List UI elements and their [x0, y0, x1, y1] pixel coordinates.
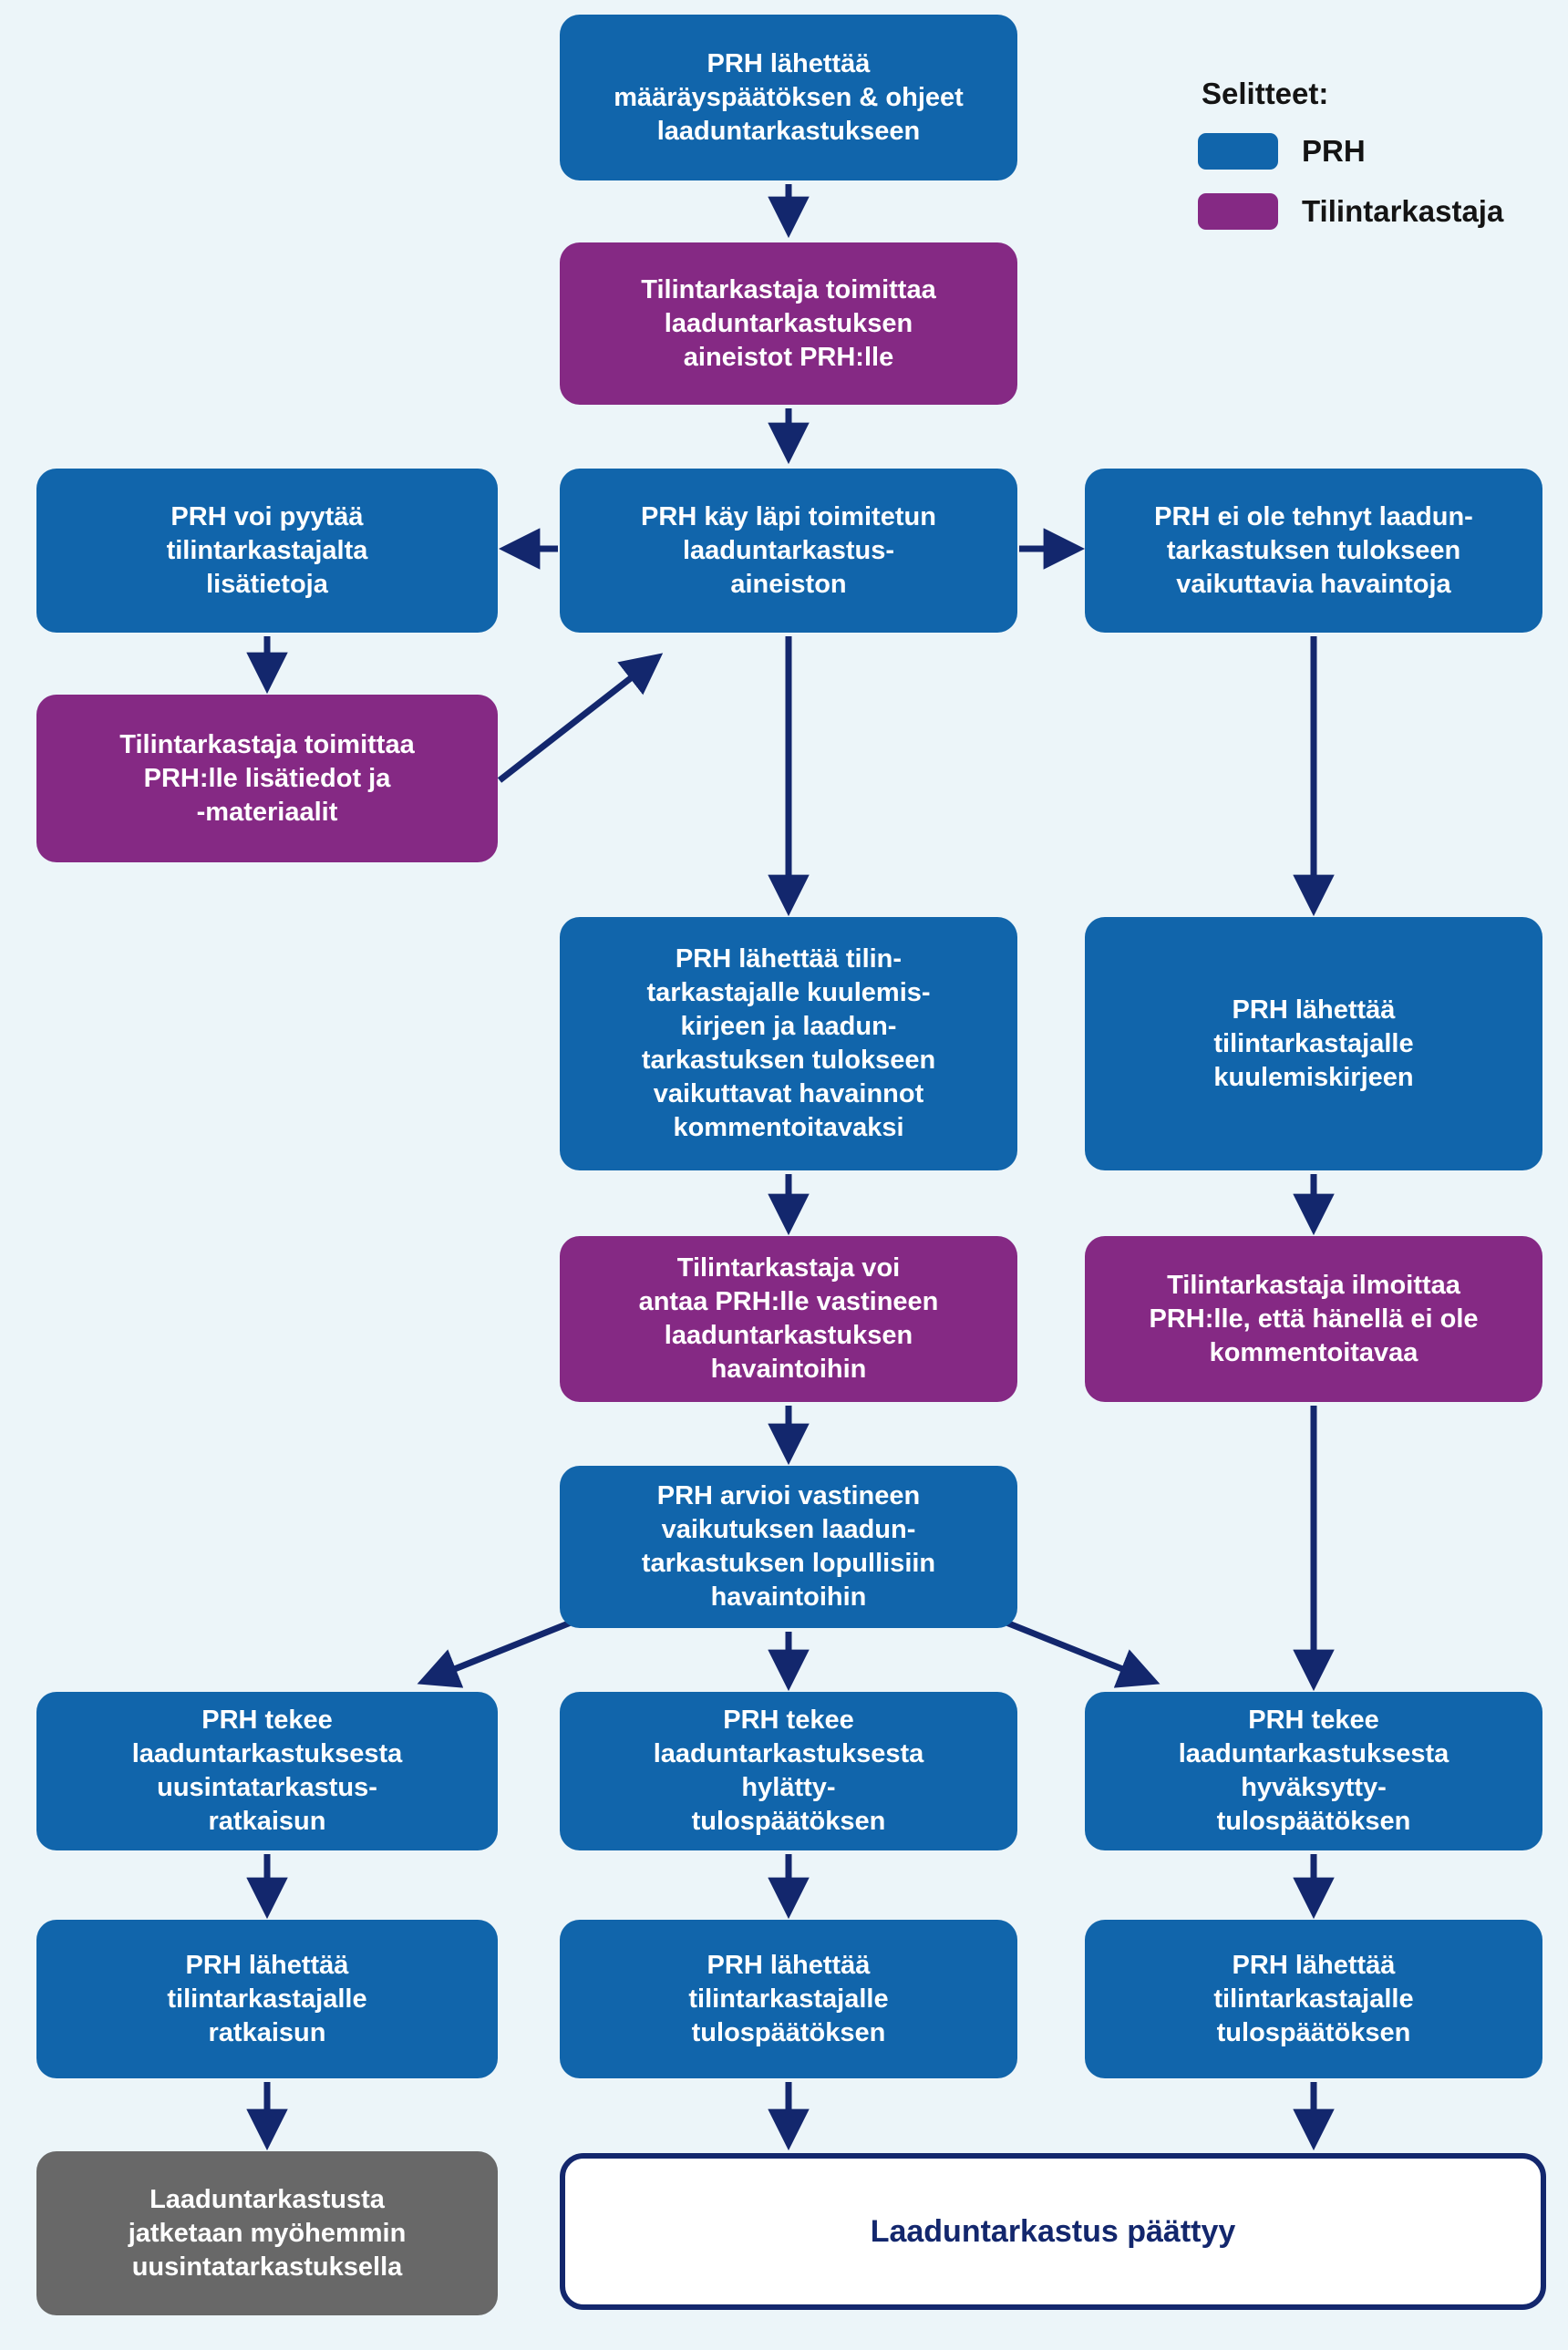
node-send-result-rejected: PRH lähettää tilintarkastajalle tulospää…: [560, 1920, 1017, 2078]
node-send-decision: PRH lähettää tilintarkastajalle ratkaisu…: [36, 1920, 498, 2078]
arrow-assess-to-retake: [417, 1615, 582, 1688]
legend-title: Selitteet:: [1202, 77, 1329, 110]
legend-swatch-prh: [1198, 133, 1278, 170]
legend: Selitteet: PRH Tilintarkastaja: [1198, 77, 1503, 253]
node-provide-info: Tilintarkastaja toimittaa PRH:lle lisäti…: [36, 695, 498, 862]
node-deliver-materials: Tilintarkastaja toimittaa laaduntarkastu…: [560, 242, 1017, 405]
legend-item-tilintarkastaja: Tilintarkastaja: [1198, 193, 1503, 230]
node-response: Tilintarkastaja voi antaa PRH:lle vastin…: [560, 1236, 1017, 1402]
node-send-result-approved: PRH lähettää tilintarkastajalle tulospää…: [1085, 1920, 1542, 2078]
node-hearing-letter: PRH lähettää tilintarkastajalle kuulemis…: [1085, 917, 1542, 1170]
arrow-assess-to-approved: [995, 1615, 1161, 1688]
node-request-info: PRH voi pyytää tilintarkastajalta lisäti…: [36, 469, 498, 633]
node-assess-response: PRH arvioi vastineen vaikutuksen laadun-…: [560, 1466, 1017, 1628]
node-send-order: PRH lähettää määräyspäätöksen & ohjeet l…: [560, 15, 1017, 180]
node-decision-approved: PRH tekee laaduntarkastuksesta hyväksytt…: [1085, 1692, 1542, 1850]
legend-label-tilintarkastaja: Tilintarkastaja: [1302, 194, 1504, 228]
node-no-comment: Tilintarkastaja ilmoittaa PRH:lle, että …: [1085, 1236, 1542, 1402]
legend-swatch-tilintarkastaja: [1198, 193, 1278, 230]
node-hearing-with-findings: PRH lähettää tilin- tarkastajalle kuulem…: [560, 917, 1017, 1170]
arrow-provide-info-to-review: [497, 653, 664, 783]
node-decision-retake: PRH tekee laaduntarkastuksesta uusintata…: [36, 1692, 498, 1850]
node-decision-rejected: PRH tekee laaduntarkastuksesta hylätty- …: [560, 1692, 1017, 1850]
legend-label-prh: PRH: [1302, 134, 1366, 168]
node-continue-later: Laaduntarkastusta jatketaan myöhemmin uu…: [36, 2151, 498, 2315]
node-end: Laaduntarkastus päättyy: [560, 2153, 1546, 2310]
legend-item-prh: PRH: [1198, 133, 1503, 170]
node-no-findings: PRH ei ole tehnyt laadun- tarkastuksen t…: [1085, 469, 1542, 633]
node-review-materials: PRH käy läpi toimitetun laaduntarkastus-…: [560, 469, 1017, 633]
